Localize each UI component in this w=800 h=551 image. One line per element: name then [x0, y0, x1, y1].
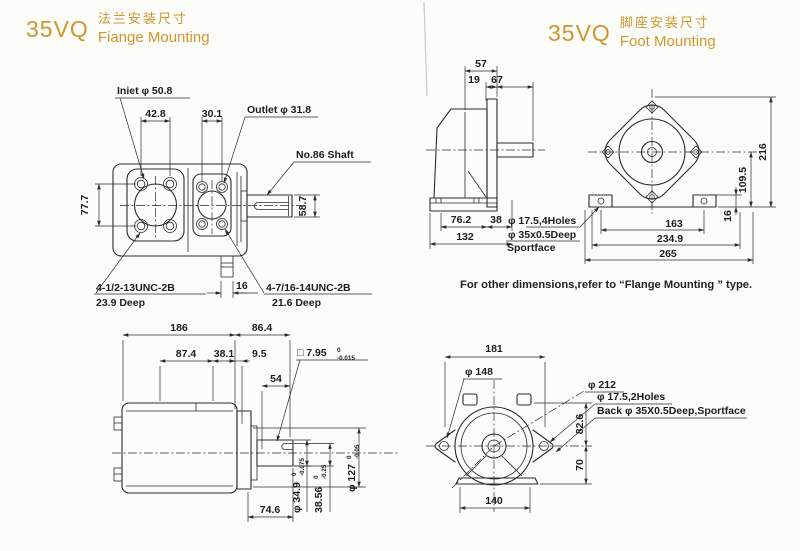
- thread-callout-left-1: 4-1/2-13UNC-2B: [96, 282, 175, 294]
- foot-bracket: [429, 197, 498, 212]
- shaft-tol-upper: 0: [291, 472, 298, 476]
- flange-mounting-title: 35VQ 法兰安装尺寸 Fiange Mounting: [26, 8, 210, 46]
- back-foot-base: [455, 477, 539, 485]
- shaft-label: No.86 Shaft: [296, 149, 354, 161]
- page-fold-line: [423, 1, 428, 97]
- foot-title-chinese: 脚座安装尺寸: [619, 15, 710, 30]
- shaft-profile: [246, 194, 293, 218]
- dim-76-2: 76.2: [451, 214, 472, 226]
- dim-74-6: 74.6: [260, 504, 281, 516]
- dim-9-5: 9.5: [252, 348, 267, 360]
- dim-70: 70: [574, 459, 586, 471]
- dim-109-5: 109.5: [737, 167, 749, 193]
- dim-58-7: 58.7: [297, 196, 309, 217]
- front-left-foot: [588, 194, 613, 208]
- pilot-tol-upper: 0: [346, 455, 353, 459]
- pilot-tol-lower: -0.05: [354, 444, 361, 459]
- back-left-ear: [462, 393, 478, 406]
- foot-back-view: 181 φ 148 φ 212 φ 17.5,2Holes Back φ 35X…: [426, 343, 747, 513]
- dim-216: 216: [757, 143, 769, 161]
- key-flat-dimension: 38.56: [313, 487, 325, 513]
- foot-front-view: 216 109.5 16 163 234.9 265: [584, 89, 776, 264]
- flange-side-view: 186 86.4 87.4 38.1 9.5 54 □ 7.95 0 -0.01…: [112, 322, 400, 522]
- dim-38-1: 38.1: [214, 348, 235, 360]
- foot-title-english: Foot Mounting: [619, 33, 716, 50]
- dim-140: 140: [485, 495, 503, 507]
- dia-148-label: φ 148: [465, 366, 493, 378]
- key-tol-upper: 0: [337, 347, 341, 354]
- key-flat-tol-upper: 0: [313, 475, 320, 479]
- dim-86-4: 86.4: [252, 322, 273, 334]
- outlet-flange-bolt-holes: [196, 181, 228, 230]
- shaft-tol-lower: -0.075: [299, 458, 306, 476]
- dim-19: 19: [468, 74, 480, 86]
- flange-title-chinese: 法兰安装尺寸: [97, 11, 188, 26]
- foot-model-code: 35VQ: [548, 20, 611, 46]
- flange-front-view: Iniet φ 50.8 42.8 30.1 Outlet φ 31.8 No.…: [79, 85, 372, 309]
- key-flat-tol-lower: -0.25: [321, 464, 328, 479]
- dim-42-8: 42.8: [145, 108, 166, 120]
- thread-callout-left-2: 23.9 Deep: [96, 297, 145, 309]
- front-right-foot: [692, 194, 717, 208]
- thread-callout-right-2: 21.6 Deep: [272, 297, 321, 309]
- pilot-diameter: φ 127: [346, 464, 358, 492]
- dim-16-foot: 16: [722, 210, 734, 222]
- foot-mounting-title: 35VQ 脚座安装尺寸 Foot Mounting: [548, 12, 716, 50]
- dim-132: 132: [456, 231, 474, 243]
- dim-67: 67: [491, 74, 503, 86]
- foot-side-view: 57 19 67 76.2 38 132 φ 17.5,4Holes φ 35x…: [426, 58, 600, 254]
- dia-212-label: φ 212: [588, 379, 616, 391]
- flange-model-code: 35VQ: [26, 16, 89, 42]
- dim-77-7: 77.7: [79, 195, 91, 216]
- thread-callout-right-1: 4-7/16-14UNC-2B: [266, 282, 351, 294]
- dim-82-6: 82.6: [574, 414, 586, 435]
- dim-16-front: 16: [236, 280, 248, 292]
- dim-38: 38: [490, 214, 502, 226]
- front-bolt-holes: [601, 100, 703, 204]
- dim-163: 163: [665, 218, 683, 230]
- outlet-label: Outlet φ 31.8: [247, 104, 311, 116]
- inlet-label: Iniet φ 50.8: [117, 85, 173, 97]
- dim-54: 54: [270, 373, 282, 385]
- dim-186: 186: [170, 322, 188, 334]
- shaft-diameter: φ 34.9: [291, 482, 303, 513]
- key-dimension: □ 7.95: [297, 347, 327, 359]
- dim-30-1: 30.1: [202, 108, 223, 120]
- key-tol-lower: -0.015: [337, 355, 355, 362]
- dim-57: 57: [475, 58, 487, 70]
- back-spotface-callout: Back φ 35X0.5Deep,Sportface: [597, 405, 746, 417]
- dim-87-4: 87.4: [176, 348, 197, 360]
- back-right-ear: [516, 393, 532, 406]
- flange-title-english: Fiange Mounting: [97, 29, 210, 46]
- dim-234-9: 234.9: [657, 233, 683, 245]
- foot-spotface-callout: φ 35x0.5Deep: [508, 229, 576, 241]
- foot-mounting-plate: [486, 98, 498, 208]
- back-holes-callout: φ 17.5,2Holes: [597, 391, 665, 403]
- mounting-flange-edge: [236, 410, 252, 490]
- foot-holes-callout: φ 17.5,4Holes: [508, 215, 576, 227]
- foot-spotface-callout-2: Sportface: [507, 242, 556, 254]
- dim-181: 181: [485, 343, 503, 355]
- dim-265: 265: [659, 248, 677, 260]
- reference-note: For other dimensions,refer to “Flange Mo…: [460, 279, 753, 291]
